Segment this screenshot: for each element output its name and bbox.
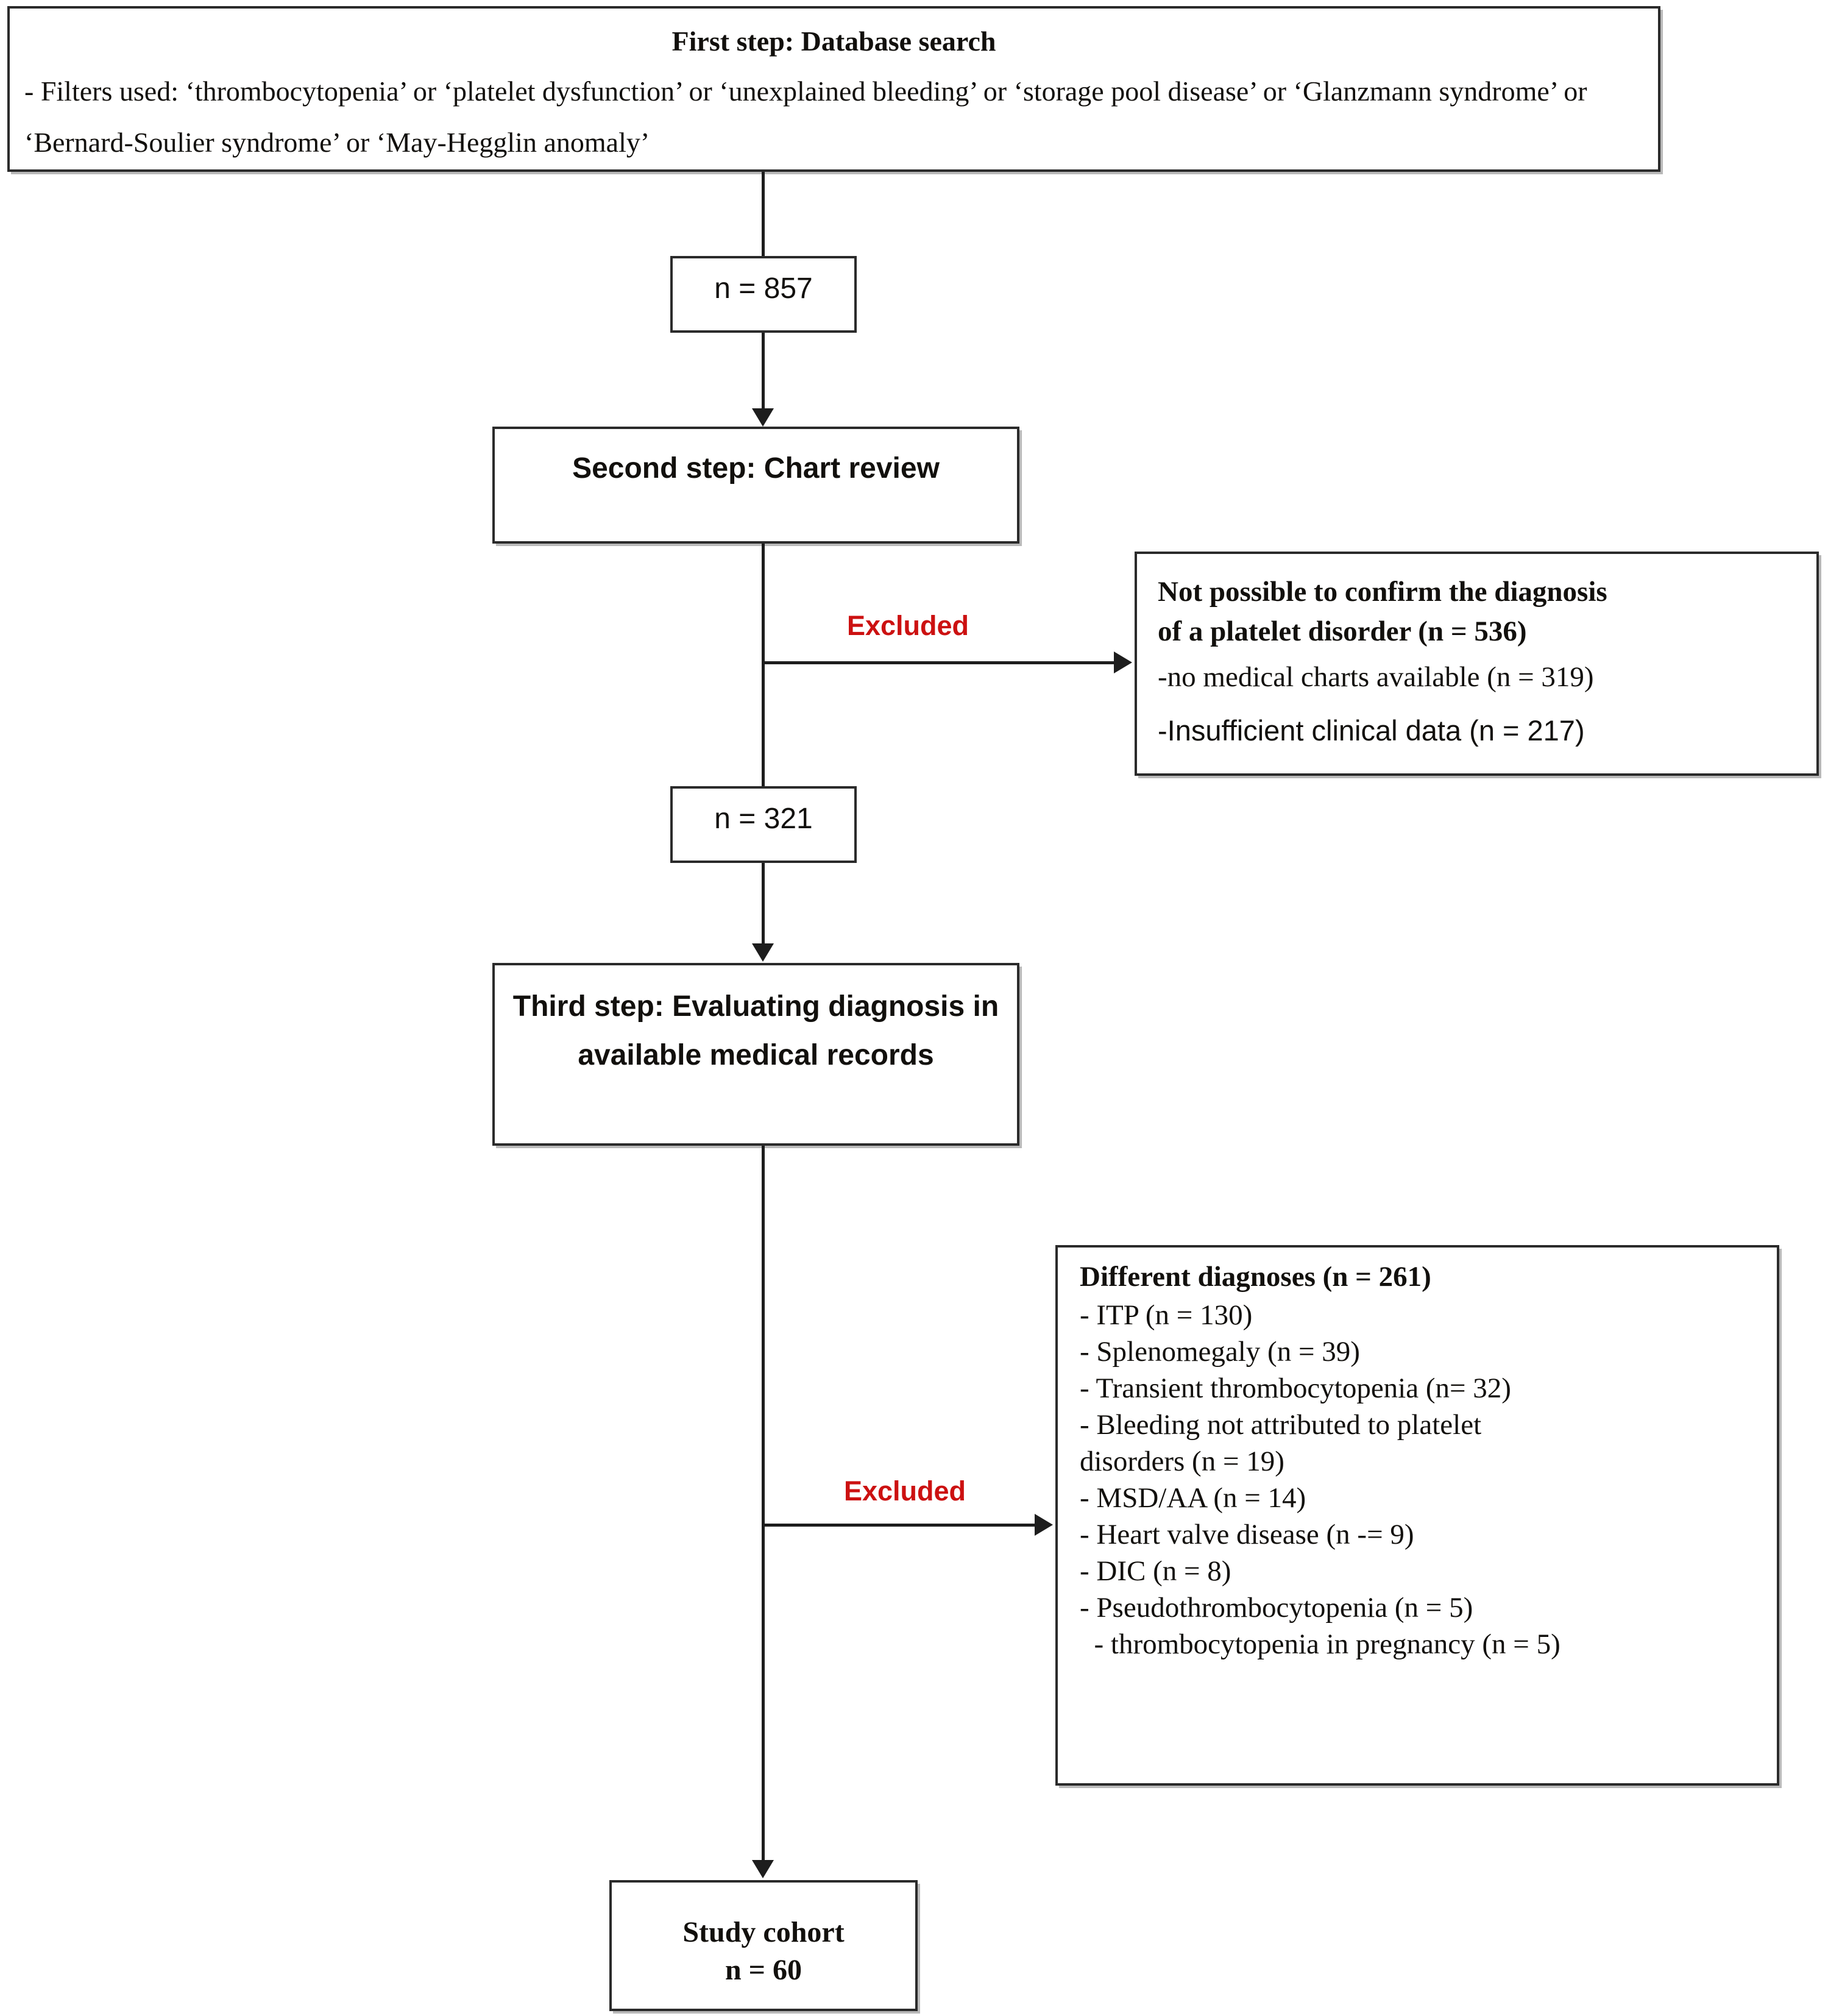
- step1-title: First step: Database search: [671, 26, 996, 57]
- cohort-count: n = 60: [724, 1954, 802, 1986]
- list-item: - ITP (n = 130): [1080, 1299, 1253, 1331]
- count1-box: [670, 256, 857, 333]
- list-item: - Bleeding not attributed to platelet: [1080, 1409, 1482, 1441]
- connector-count2-to-step3: [762, 863, 765, 945]
- step3-title: Third step: Evaluating diagnosis in avai…: [512, 990, 999, 1071]
- exclusion1-item-1: -Insufficient clinical data (n = 217): [1158, 714, 1585, 747]
- exclusion2-box: [1055, 1245, 1779, 1786]
- cohort-title: Study cohort: [682, 1916, 845, 1948]
- step1-box: [7, 6, 1660, 172]
- list-item: - thrombocytopenia in pregnancy (n = 5): [1080, 1628, 1561, 1660]
- step3-box: [492, 963, 1019, 1146]
- exclusion1-heading-line1: Not possible to confirm the diagnosis: [1158, 576, 1607, 608]
- count1-label: n = 857: [714, 272, 813, 305]
- exclusion2-heading: Different diagnoses (n = 261): [1080, 1261, 1431, 1293]
- connector-excluded2-line: [762, 1524, 1036, 1527]
- step2-title: Second step: Chart review: [572, 452, 940, 484]
- step2-box: [492, 427, 1019, 544]
- arrowhead-to-cohort: [752, 1860, 774, 1878]
- cohort-text: Study cohort n = 60: [609, 1914, 918, 1989]
- arrowhead-excluded2: [1035, 1514, 1053, 1536]
- connector-count1-to-step2: [762, 333, 765, 410]
- arrowhead-count1-to-step2: [752, 408, 774, 427]
- exclusion1-heading-line2: of a platelet disorder (n = 536): [1158, 616, 1527, 647]
- step1-filters-text: - Filters used: ‘thrombocytopenia’ or ‘p…: [24, 76, 1587, 158]
- arrowhead-count2-to-step3: [752, 943, 774, 962]
- connector-excluded1-line: [762, 661, 1115, 664]
- cohort-box: [609, 1880, 918, 2011]
- list-item: - MSD/AA (n = 14): [1080, 1482, 1306, 1514]
- connector-step1-to-count1: [762, 172, 765, 257]
- list-item: disorders (n = 19): [1080, 1446, 1284, 1477]
- list-item: - Heart valve disease (n -= 9): [1080, 1519, 1414, 1550]
- excluded1-label: Excluded: [846, 610, 969, 641]
- exclusion2-list: - ITP (n = 130) - Splenomegaly (n = 39) …: [1080, 1297, 1768, 1663]
- exclusion1-box: [1135, 552, 1819, 776]
- list-item: - Transient thrombocytopenia (n= 32): [1080, 1372, 1511, 1404]
- connector-step3-to-cohort: [762, 1146, 765, 1862]
- list-item: - Splenomegaly (n = 39): [1080, 1336, 1360, 1368]
- connector-step2-to-count2: [762, 544, 765, 787]
- list-item: - DIC (n = 8): [1080, 1555, 1231, 1587]
- count2-label: n = 321: [714, 803, 813, 835]
- count2-box: [670, 786, 857, 863]
- exclusion1-item-0: -no medical charts available (n = 319): [1158, 661, 1594, 693]
- excluded2-label: Excluded: [843, 1475, 966, 1507]
- list-item: - Pseudothrombocytopenia (n = 5): [1080, 1592, 1473, 1624]
- arrowhead-excluded1: [1114, 651, 1132, 673]
